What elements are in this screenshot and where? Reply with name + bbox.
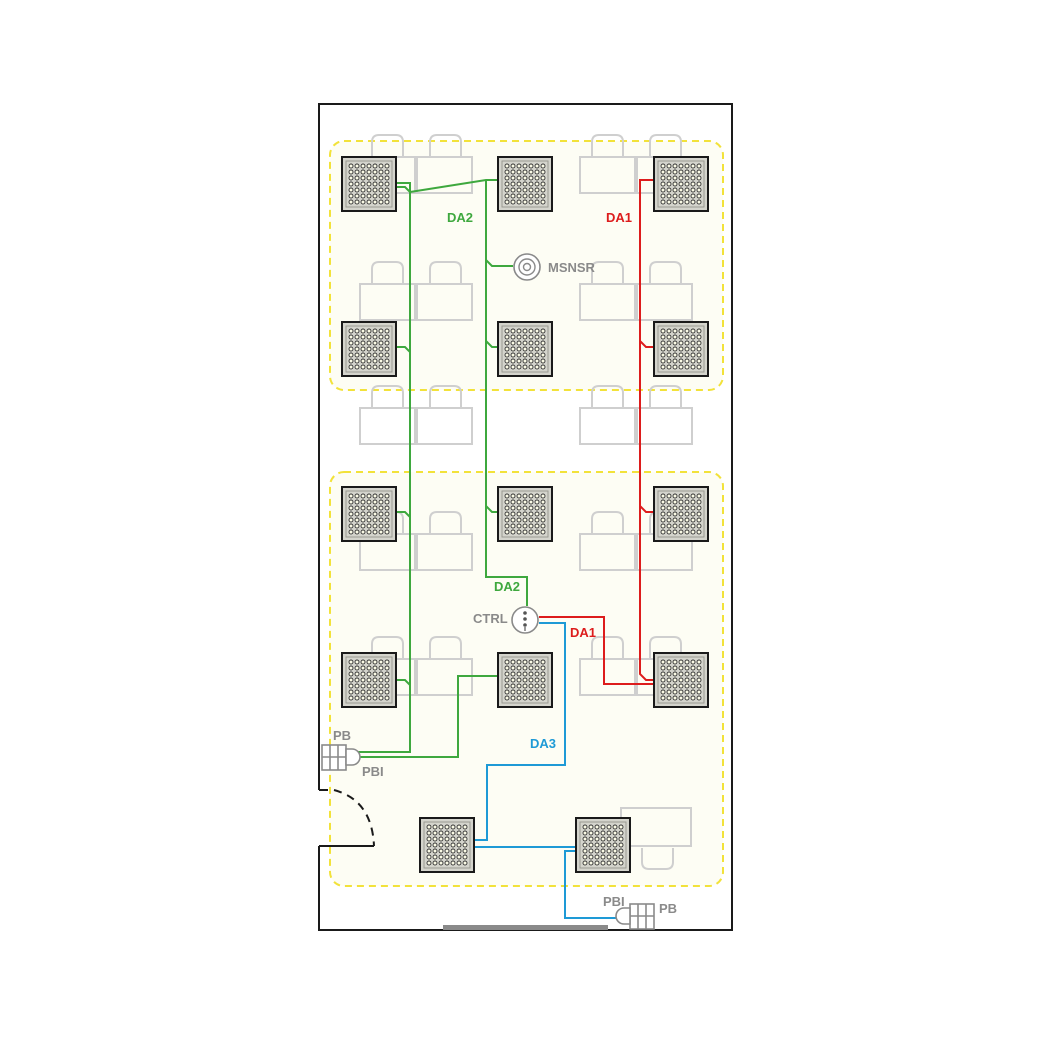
grid-light-icon <box>341 156 397 212</box>
wiring <box>358 179 654 919</box>
controller-icon <box>511 606 539 634</box>
grid-light-icon <box>497 321 553 377</box>
grid-light-icon <box>341 486 397 542</box>
walls <box>318 103 733 931</box>
grid-light-icon <box>575 817 631 873</box>
ctrl-label: CTRL <box>473 611 508 626</box>
grid-light-icon <box>497 486 553 542</box>
da1-top-label: DA1 <box>606 210 632 225</box>
pushbutton-icon-left <box>321 744 361 771</box>
labels: DA2 DA1 MSNSR DA2 CTRL DA1 DA3 PB PBI PB… <box>333 210 677 916</box>
da1-wiring <box>539 179 654 685</box>
da2-top-label: DA2 <box>447 210 473 225</box>
da3-wiring <box>475 622 620 919</box>
grid-light-icon <box>341 652 397 708</box>
grid-light-icon <box>653 486 709 542</box>
pushbutton-icon-bottom <box>615 903 655 930</box>
grid-light-icon <box>653 652 709 708</box>
door-swing <box>333 789 375 847</box>
da1-ctrl-label: DA1 <box>570 625 596 640</box>
da2-wiring <box>358 179 528 758</box>
pb-left-label: PB <box>333 728 351 743</box>
msnsr-label: MSNSR <box>548 260 596 275</box>
grid-light-icon <box>497 652 553 708</box>
pbi-bottom-label: PBI <box>603 894 625 909</box>
grid-light-icon <box>419 817 475 873</box>
grid-light-icon <box>341 321 397 377</box>
grid-light-icon <box>653 321 709 377</box>
da3-label: DA3 <box>530 736 556 751</box>
occupancy-sensor-icon <box>513 253 541 281</box>
da2-ctrl-label: DA2 <box>494 579 520 594</box>
luminaires <box>341 156 709 873</box>
grid-light-icon <box>653 156 709 212</box>
grid-light-icon <box>497 156 553 212</box>
pb-bottom-label: PB <box>659 901 677 916</box>
pbi-left-label: PBI <box>362 764 384 779</box>
window <box>443 925 608 930</box>
